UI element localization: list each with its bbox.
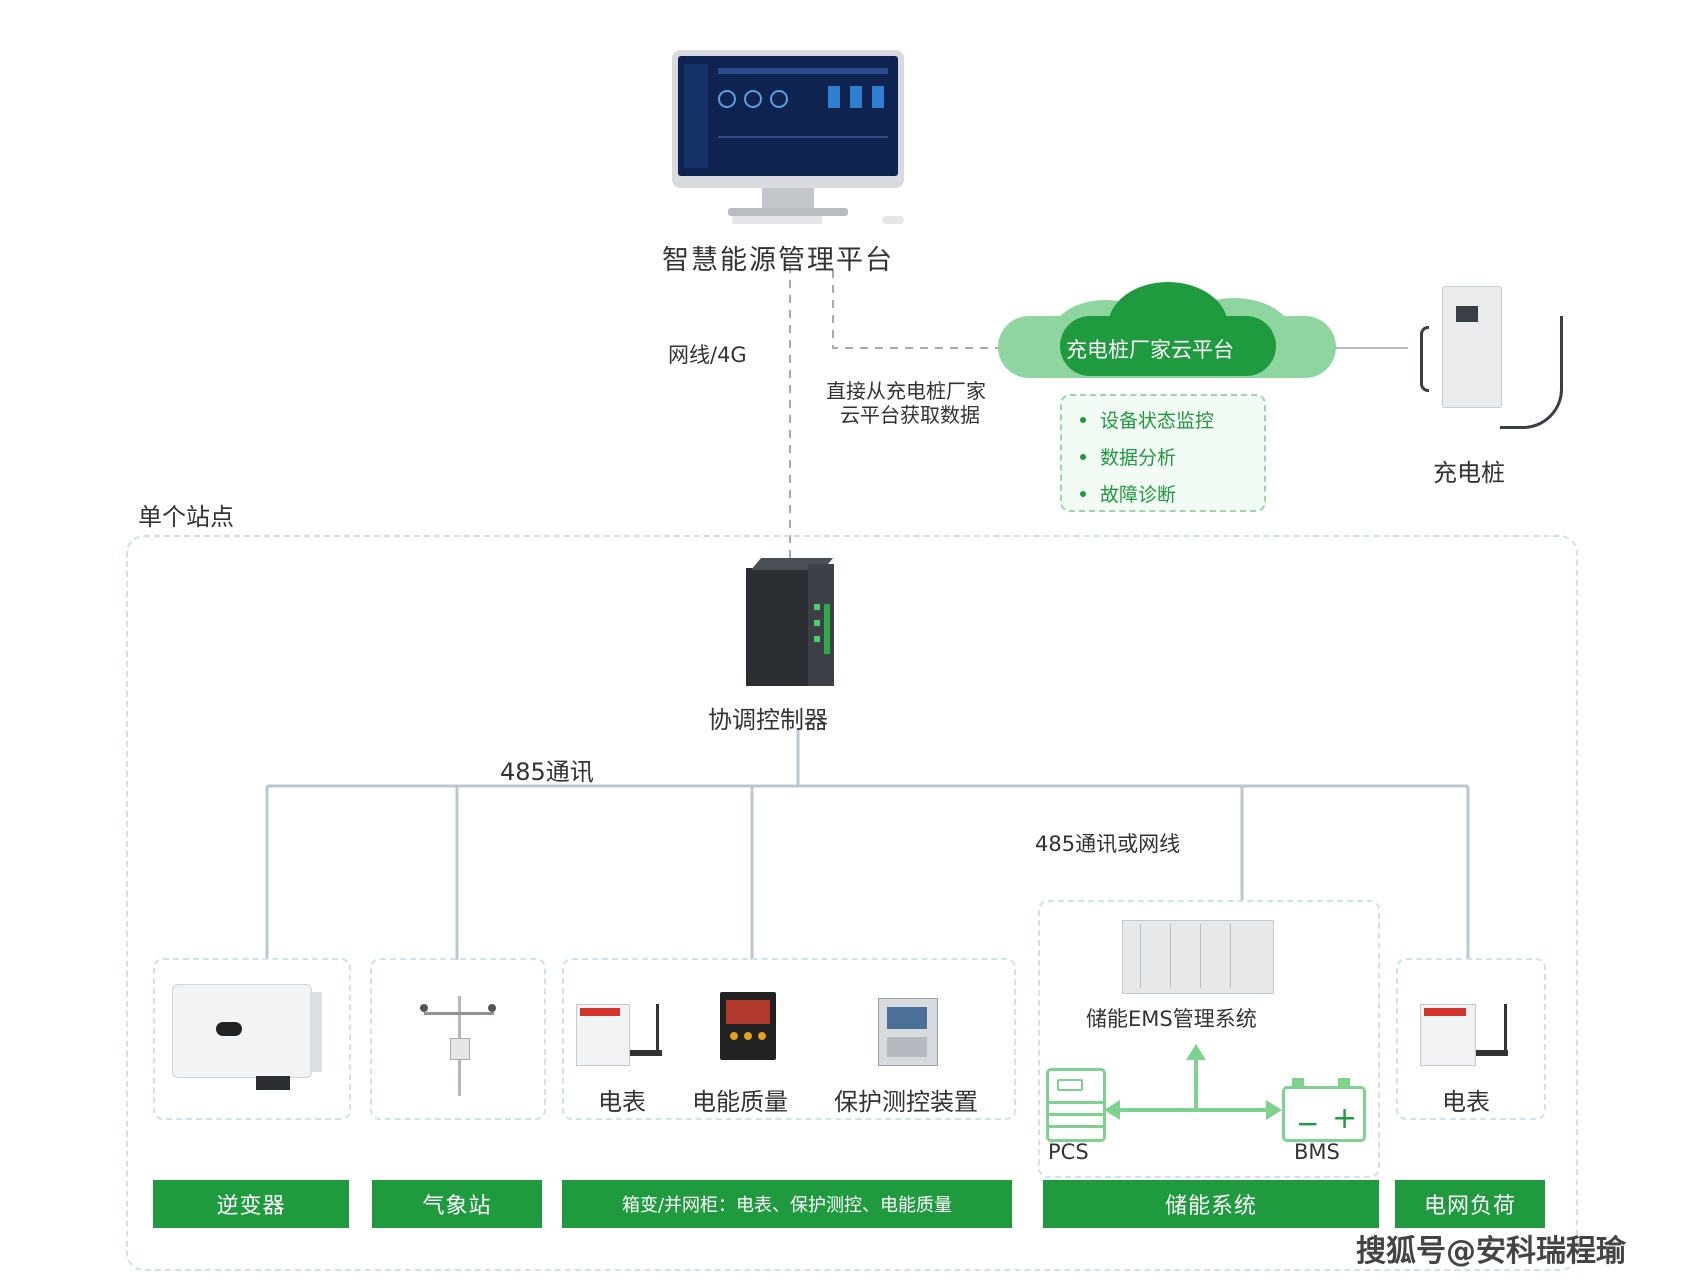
switchgear-box: [562, 958, 1016, 1120]
charger-label: 充电桩: [1433, 459, 1505, 487]
grid-load-box: [1396, 958, 1546, 1120]
weather-station-icon: [420, 990, 500, 1100]
category-switchgear: 箱变/并网柜：电表、保护测控、电能质量: [562, 1180, 1012, 1228]
feature-item: 设备状态监控: [1080, 406, 1214, 433]
bus-485-label: 485通讯: [500, 758, 594, 786]
category-energy-storage: 储能系统: [1043, 1180, 1379, 1228]
feature-item: 数据分析: [1080, 443, 1214, 470]
cloud-title: 充电桩厂家云平台: [1066, 338, 1234, 362]
category-weather-station: 气象站: [372, 1180, 542, 1228]
pcs-label: PCS: [1048, 1140, 1089, 1164]
platform-title: 智慧能源管理平台: [662, 245, 894, 276]
network-label: 网线/4G: [668, 343, 747, 367]
meter-icon: [1420, 1004, 1516, 1072]
bms-label: BMS: [1294, 1140, 1340, 1164]
power-quality-label: 电能质量: [692, 1088, 788, 1116]
controller-icon: [746, 558, 838, 690]
cloud-feature-box: 设备状态监控 数据分析 故障诊断: [1060, 394, 1266, 512]
meter-icon: [576, 1004, 666, 1072]
site-label: 单个站点: [138, 503, 234, 531]
category-inverter: 逆变器: [153, 1180, 349, 1228]
charging-pile-icon: [1420, 286, 1570, 434]
bms-icon: − +: [1282, 1078, 1366, 1142]
site-boundary: [126, 535, 1578, 1271]
inverter-icon: [172, 984, 322, 1096]
watermark: 搜狐号@安科瑞程瑜: [1356, 1234, 1626, 1269]
inverter-box: [153, 958, 351, 1120]
meter-label-2: 电表: [1442, 1088, 1490, 1116]
ems-label: 储能EMS管理系统: [1086, 1007, 1257, 1031]
power-quality-icon: [720, 992, 776, 1060]
category-grid-load: 电网负荷: [1395, 1180, 1545, 1228]
controller-label: 协调控制器: [708, 706, 828, 734]
protection-label: 保护测控装置: [834, 1088, 978, 1116]
weather-box: [370, 958, 546, 1120]
bus-485-or-net-label: 485通讯或网线: [1035, 832, 1181, 856]
cloud-icon: [998, 282, 1336, 386]
meter-label-1: 电表: [598, 1088, 646, 1116]
protection-device-icon: [878, 998, 938, 1066]
pcs-icon: [1046, 1068, 1106, 1142]
direct-label-line1: 直接从充电桩厂家: [826, 379, 986, 403]
energy-storage-cabinet-icon: [1122, 920, 1274, 996]
direct-label-line2: 云平台获取数据: [840, 403, 980, 427]
feature-item: 故障诊断: [1080, 480, 1214, 507]
monitor-icon: [672, 50, 904, 226]
storage-box: [1038, 900, 1380, 1178]
